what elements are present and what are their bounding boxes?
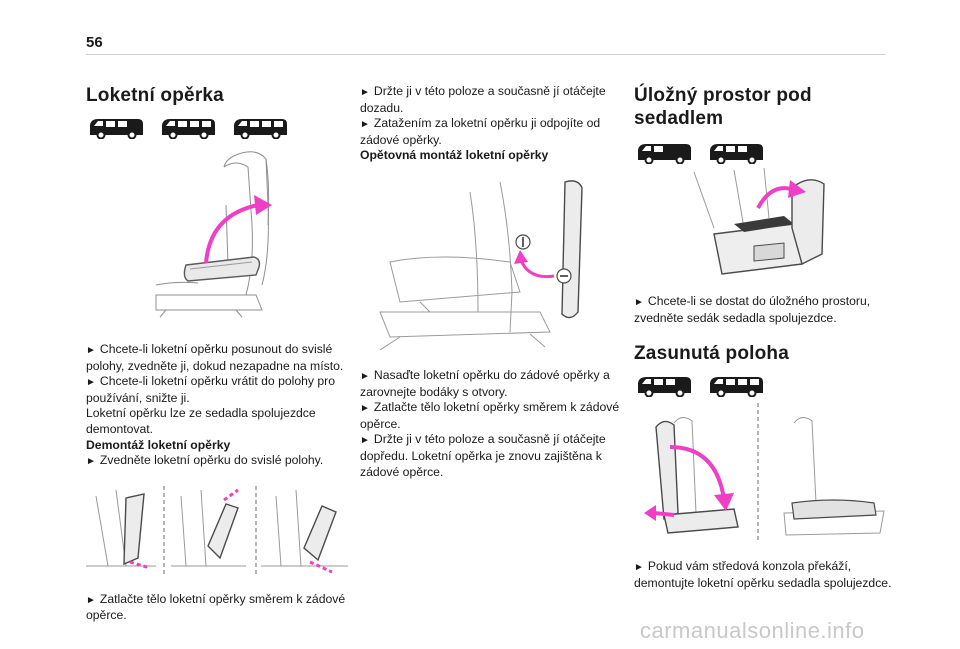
van-icon bbox=[90, 119, 143, 139]
right-step-1: ►Chcete-li se dostat do úložného prostor… bbox=[634, 294, 871, 325]
raise-arrow-head bbox=[254, 195, 272, 215]
pull-arrow bbox=[653, 511, 675, 518]
van-icon bbox=[162, 119, 215, 139]
retracted-armrest-illustration bbox=[644, 403, 885, 544]
raise-arrow bbox=[204, 203, 259, 264]
vehicle-icons bbox=[86, 115, 348, 139]
middle-step-3: ►Nasaďte loketní opěrku do zádové opěrky… bbox=[360, 367, 610, 399]
armrest-removal-steps-illustration bbox=[86, 485, 348, 576]
van-icon bbox=[710, 377, 763, 398]
middle-step-2: ►Zatažením za loketní opěrku ji odpojíte… bbox=[360, 116, 601, 147]
subheading-removal: Demontáž loketní opěrky bbox=[86, 437, 231, 452]
van-icon bbox=[638, 144, 691, 164]
middle-step-1: ►Držte ji v této poloze a současně jí ot… bbox=[360, 84, 606, 115]
seat-armrest-illustration bbox=[155, 151, 272, 318]
column-middle: ►Držte ji v této poloze a současně jí ot… bbox=[360, 84, 622, 480]
right-step-2: ►Pokud vám středová konzola překáží, dem… bbox=[634, 559, 892, 590]
subheading-refit: Opětovná montáž loketní opěrky bbox=[360, 148, 549, 163]
van-icon bbox=[638, 377, 691, 398]
fold-arrow bbox=[669, 445, 726, 500]
van-icon bbox=[710, 144, 763, 164]
van-icon bbox=[234, 119, 287, 139]
armrest-refit-illustration bbox=[379, 180, 583, 351]
under-seat-storage-illustration bbox=[693, 168, 825, 275]
left-step-2: ►Chcete-li loketní opěrku vrátit do polo… bbox=[86, 374, 335, 405]
middle-step-4: ►Zatlačte tělo loketní opěrky směrem k z… bbox=[360, 400, 620, 431]
left-step-4: ►Zatlačte tělo loketní opěrky směrem k z… bbox=[86, 591, 346, 623]
vehicle-icons-retracted bbox=[634, 373, 896, 398]
section-title-armrest: Loketní opěrka bbox=[86, 85, 224, 106]
lift-arrow bbox=[756, 186, 795, 209]
column-left: Loketní opěrka ►Chcete-li loketní opěrku… bbox=[86, 84, 348, 624]
watermark: carmanualsonline.info bbox=[640, 618, 865, 643]
left-step-3: ►Zvedněte loketní opěrku do svislé poloh… bbox=[86, 453, 324, 468]
vehicle-icons-storage bbox=[634, 140, 896, 164]
top-rule bbox=[86, 54, 886, 55]
page-number: 56 bbox=[86, 34, 103, 51]
section-title-storage: Úložný prostor pod sedadlem bbox=[634, 85, 812, 129]
middle-step-5: ►Držte ji v této poloze a současně jí ot… bbox=[360, 432, 606, 479]
left-note: Loketní opěrku lze ze sedadla spolujezdc… bbox=[86, 406, 316, 436]
column-right: Úložný prostor pod sedadlem ►Chcete-li s… bbox=[634, 84, 896, 591]
left-step-1: ►Chcete-li loketní opěrku posunout do sv… bbox=[86, 342, 344, 373]
armrest bbox=[183, 256, 261, 282]
section-title-retracted: Zasunutá poloha bbox=[634, 343, 789, 365]
